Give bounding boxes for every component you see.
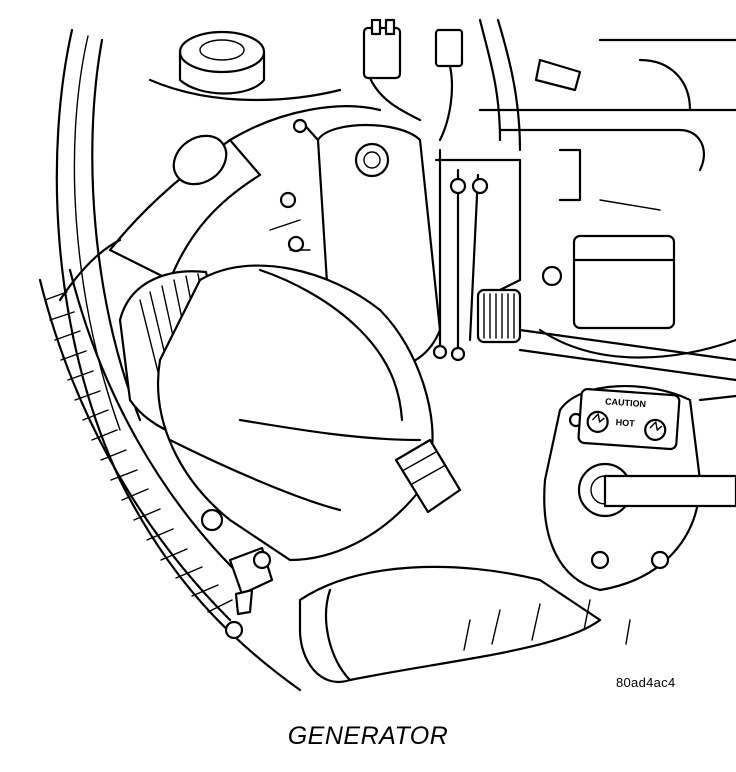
sensor-connectors xyxy=(362,18,582,152)
throttle-rods xyxy=(432,148,522,362)
idler-spring xyxy=(476,288,522,344)
generator-body xyxy=(118,264,462,640)
corrugated-hose xyxy=(38,268,252,622)
figure-reference-code: 80ad4ac4 xyxy=(616,675,676,690)
caution-text: CAUTION xyxy=(605,396,647,409)
lower-duct xyxy=(298,565,631,683)
upper-manifold xyxy=(478,38,736,202)
hot-text: HOT xyxy=(615,417,635,428)
engine-bay-illustration: CAUTION HOT xyxy=(38,18,736,692)
reservoir-cap xyxy=(148,30,342,102)
figure-caption: GENERATOR xyxy=(287,722,449,750)
relay-module xyxy=(518,234,736,382)
upper-hose xyxy=(58,105,382,302)
caution-hot-label: CAUTION HOT xyxy=(577,388,681,451)
